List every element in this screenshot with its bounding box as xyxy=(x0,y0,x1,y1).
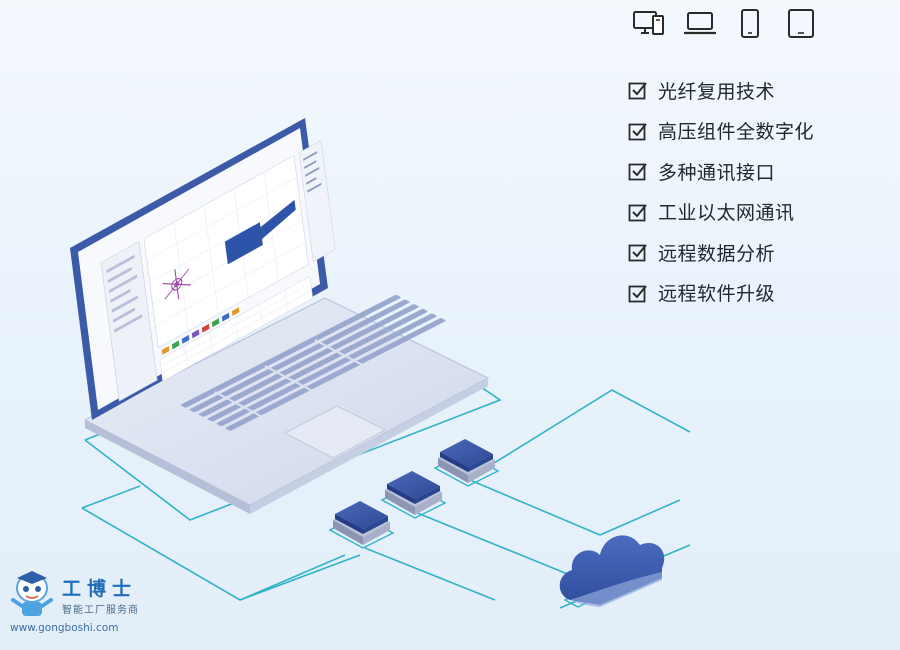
checkbox-checked-icon xyxy=(628,82,647,100)
logo-title: 工博士 xyxy=(62,578,138,600)
feature-item: 高压组件全数字化 xyxy=(628,111,888,152)
feature-item: 远程软件升级 xyxy=(628,273,888,314)
feature-label: 高压组件全数字化 xyxy=(658,121,815,144)
chip xyxy=(380,471,447,519)
laptop-base-edge xyxy=(85,420,250,514)
robot-mascot-icon xyxy=(11,571,53,616)
checkbox-checked-icon xyxy=(628,244,647,262)
checkbox-checked-icon xyxy=(628,123,647,141)
logo-subtitle: 智能工厂服务商 xyxy=(62,605,139,616)
keyboard xyxy=(180,295,446,431)
chip xyxy=(433,439,500,487)
watermark-logo: 工博士 智能工厂服务商 www.gongboshi.com xyxy=(8,568,168,640)
checkbox-checked-icon xyxy=(628,163,647,181)
checkbox-checked-icon xyxy=(628,285,647,303)
feature-label: 光纤复用技术 xyxy=(658,80,776,103)
screen-content xyxy=(100,140,336,402)
chip xyxy=(328,501,395,549)
feature-label: 远程数据分析 xyxy=(658,242,776,265)
feature-label: 远程软件升级 xyxy=(658,283,776,306)
checkbox-checked-icon xyxy=(628,204,647,222)
laptop-icon xyxy=(682,8,718,42)
tablet-icon xyxy=(786,8,822,42)
feature-item: 远程数据分析 xyxy=(628,232,888,273)
touchpad xyxy=(283,405,387,459)
feature-item: 多种通讯接口 xyxy=(628,151,888,192)
laptop-base-front xyxy=(250,378,488,514)
cloud xyxy=(559,535,665,608)
feature-item: 光纤复用技术 xyxy=(628,70,888,111)
desktop-pc-icon xyxy=(632,8,668,42)
device-icons xyxy=(630,8,830,44)
logo-url: www.gongboshi.com xyxy=(10,622,119,634)
feature-list: 光纤复用技术 高压组件全数字化 多种通讯接口 工业以太网通讯 远程数据分析 远程… xyxy=(628,70,888,313)
feature-item: 工业以太网通讯 xyxy=(628,192,888,233)
feature-label: 工业以太网通讯 xyxy=(658,202,795,225)
laptop xyxy=(70,118,490,514)
feature-label: 多种通讯接口 xyxy=(658,161,776,184)
phone-icon xyxy=(738,8,774,42)
